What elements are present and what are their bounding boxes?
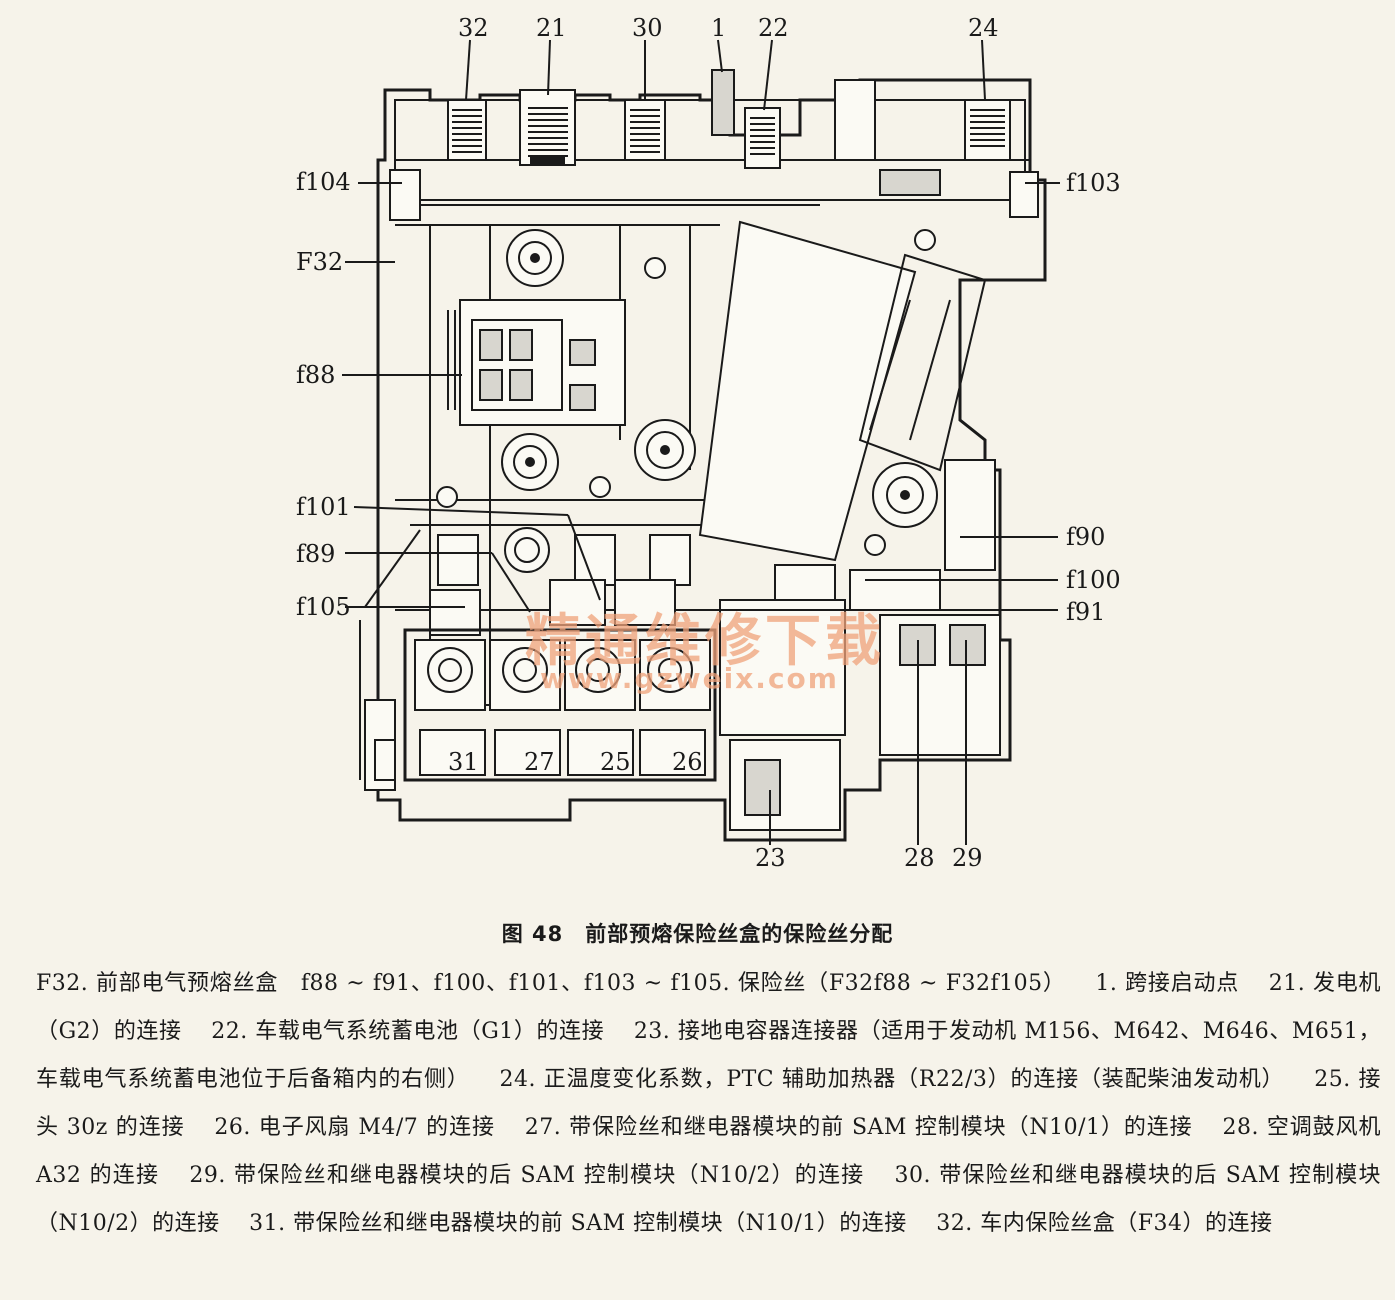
label-f101: f101 [296,493,351,521]
label-26: 26 [672,748,703,776]
label-27: 27 [524,748,555,776]
terminal-32 [447,99,487,161]
callout-labels: 32 21 30 1 22 24 f104 F32 f88 f101 f89 f… [296,14,1121,872]
terminal-21 [519,89,576,166]
label-f91: f91 [1066,598,1105,626]
legend-item-F32: F32. 前部电气预熔丝盒 f88 ~ f91、f100、f101、f103 ~… [36,971,1066,996]
watermark-url: www.gzweix.com [540,662,839,695]
figure-caption: 图 48 前部预熔保险丝盒的保险丝分配 [501,922,894,946]
fuse-box-diagram: 32 21 30 1 22 24 f104 F32 f88 f101 f89 f… [296,14,1121,872]
terminal-1 [711,69,735,136]
label-f104: f104 [296,168,351,196]
label-25: 25 [600,748,631,776]
connector-27 [489,639,561,776]
fuse-f88-block [447,299,626,426]
legend-item-28: 28. 空调鼓风机 A32 的连接 [36,1115,1381,1188]
terminal-24 [964,99,1011,161]
legend-item-29: 29. 带保险丝和继电器模块的后 SAM 控制模块（N10/2）的连接 [189,1163,865,1188]
legend-item-25: 25. 接头 30z 的连接 [36,1067,1382,1140]
leader-lines [342,39,1060,845]
watermark-cn: 精通维修下载 [525,609,885,674]
label-22: 22 [758,14,789,42]
label-f90: f90 [1066,523,1105,551]
legend-item-23: 23. 接地电容器连接器（适用于发动机 M156、M642、M646、M651，… [36,1019,1382,1092]
legend-item-31: 31. 带保险丝和继电器模块的前 SAM 控制模块（N10/1）的连接 [249,1211,907,1236]
label-30: 30 [632,14,663,42]
label-31: 31 [448,748,479,776]
legend-item-27: 27. 带保险丝和继电器模块的前 SAM 控制模块（N10/1）的连接 [524,1115,1193,1140]
connector-31 [414,639,486,776]
label-f100: f100 [1066,566,1121,594]
label-32: 32 [458,14,489,42]
watermark: 精通维修下载 www.gzweix.com [525,609,885,695]
label-21: 21 [536,14,567,42]
connector-26 [639,639,711,776]
terminal-30 [624,99,666,161]
label-f88: f88 [296,361,335,389]
label-f103: f103 [1066,169,1121,197]
label-f105: f105 [296,593,351,621]
label-29: 29 [952,844,983,872]
legend-item-21: 21. 发电机（G2）的连接 [36,971,1382,1044]
legend-item-32: 32. 车内保险丝盒（F34）的连接 [936,1211,1273,1236]
top-terminals [447,69,1011,196]
right-bottom-connectors [719,599,1001,831]
lower-fuse-row [429,459,996,636]
legend-item-24: 24. 正温度变化系数，PTC 辅助加热器（R22/3）的连接（装配柴油发动机） [499,1067,1285,1092]
fuse-f104 [389,169,421,221]
terminal-bolts [436,229,938,573]
label-f89: f89 [296,540,335,568]
label-24: 24 [968,14,999,42]
connector-25 [564,639,636,776]
figure-legend: F32. 前部电气预熔丝盒 f88 ~ f91、f100、f101、f103 ~… [36,960,1381,1248]
label-28: 28 [904,844,935,872]
terminal-22 [744,107,781,169]
legend-item-22: 22. 车载电气系统蓄电池（G1）的连接 [211,1019,605,1044]
fuse-f103 [1009,171,1039,218]
large-relay-housing [698,220,987,562]
label-23: 23 [755,844,786,872]
legend-item-1: 1. 跨接启动点 [1095,971,1239,996]
legend-item-26: 26. 电子风扇 M4/7 的连接 [214,1115,495,1140]
label-1: 1 [711,14,726,42]
legend-item-30: 30. 带保险丝和继电器模块的后 SAM 控制模块（N10/2）的连接 [36,1163,1382,1236]
bottom-connectors [403,628,717,782]
label-F32: F32 [296,248,343,276]
